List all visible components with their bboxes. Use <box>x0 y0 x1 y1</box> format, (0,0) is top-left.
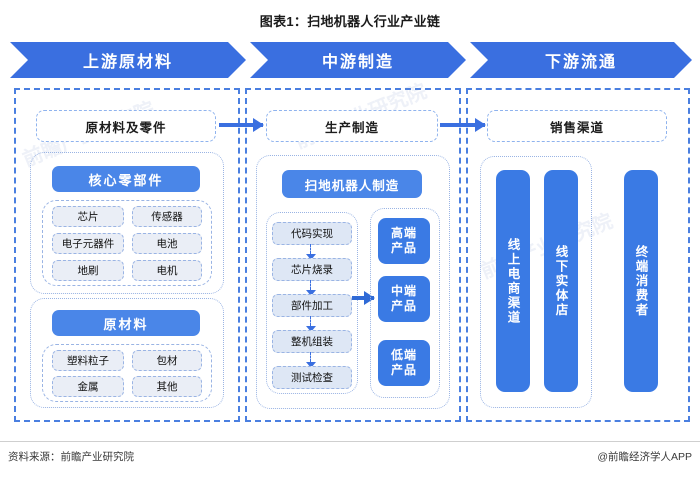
stage-banner-upstream[interactable]: 上游原材料 <box>10 42 246 78</box>
group-raw-items <box>42 344 212 402</box>
footer-credit: @前瞻经济学人APP <box>597 451 692 463</box>
process-step[interactable]: 芯片烧录 <box>272 258 352 281</box>
process-step[interactable]: 部件加工 <box>272 294 352 317</box>
stage-banner-midstream[interactable]: 中游制造 <box>250 42 466 78</box>
group-core-items <box>42 200 212 286</box>
group-sales-channels <box>480 156 592 408</box>
chip-raw-item[interactable]: 其他 <box>132 376 202 397</box>
chip-raw-item[interactable]: 金属 <box>52 376 124 397</box>
section-upstream <box>14 88 240 422</box>
header-core-components: 核心零部件 <box>52 166 200 192</box>
stage-banner-row: 上游原材料 中游制造 下游流通 <box>10 42 692 78</box>
arrow-midstream-to-downstream <box>440 118 486 132</box>
chip-core-item[interactable]: 电机 <box>132 260 202 281</box>
product-tier-line2: 产品 <box>390 299 417 313</box>
group-raw-materials <box>30 298 224 408</box>
section-midstream <box>245 88 461 422</box>
process-connector <box>306 244 316 260</box>
group-robot-manufacturing <box>256 155 450 409</box>
product-tier-line1: 高端 <box>390 226 417 240</box>
page-title: 图表1：扫地机器人行业产业链 <box>259 14 441 29</box>
product-tier-mid[interactable]: 中端 产品 <box>378 276 430 322</box>
product-tier-line1: 中端 <box>390 284 417 298</box>
product-tier-line2: 产品 <box>390 241 417 255</box>
group-core-components <box>30 152 224 294</box>
product-tier-high[interactable]: 高端 产品 <box>378 218 430 264</box>
product-tier-low[interactable]: 低端 产品 <box>378 340 430 386</box>
process-connector <box>306 316 316 332</box>
footer-divider <box>0 441 700 442</box>
product-tier-line2: 产品 <box>390 363 417 377</box>
section-downstream <box>466 88 690 422</box>
process-step[interactable]: 测试检查 <box>272 366 352 389</box>
process-step[interactable]: 整机组装 <box>272 330 352 353</box>
end-consumer[interactable]: 终端消费者 <box>624 170 658 392</box>
process-connector <box>306 352 316 368</box>
top-label-raw-materials[interactable]: 原材料及零件 <box>36 110 216 142</box>
product-tier-line1: 低端 <box>390 348 417 362</box>
stage-banner-downstream[interactable]: 下游流通 <box>470 42 692 78</box>
header-robot-manufacturing: 扫地机器人制造 <box>282 170 422 198</box>
group-process-steps <box>266 212 358 394</box>
process-step[interactable]: 代码实现 <box>272 222 352 245</box>
footer-source: 资料来源：前瞻产业研究院 <box>8 451 134 463</box>
chip-core-item[interactable]: 电池 <box>132 233 202 254</box>
chip-raw-item[interactable]: 包材 <box>132 350 202 371</box>
group-product-tiers <box>370 208 440 398</box>
top-label-production[interactable]: 生产制造 <box>266 110 438 142</box>
arrow-process-to-products <box>352 291 375 305</box>
process-connector <box>306 280 316 296</box>
arrow-upstream-to-midstream <box>219 118 264 132</box>
header-raw-materials: 原材料 <box>52 310 200 336</box>
chip-core-item[interactable]: 地刷 <box>52 260 124 281</box>
chip-core-item[interactable]: 芯片 <box>52 206 124 227</box>
chip-core-item[interactable]: 传感器 <box>132 206 202 227</box>
top-label-sales-channel[interactable]: 销售渠道 <box>487 110 667 142</box>
chip-core-item[interactable]: 电子元器件 <box>52 233 124 254</box>
channel-offline[interactable]: 线下实体店 <box>544 170 578 392</box>
chip-raw-item[interactable]: 塑料粒子 <box>52 350 124 371</box>
channel-online[interactable]: 线上电商渠道 <box>496 170 530 392</box>
